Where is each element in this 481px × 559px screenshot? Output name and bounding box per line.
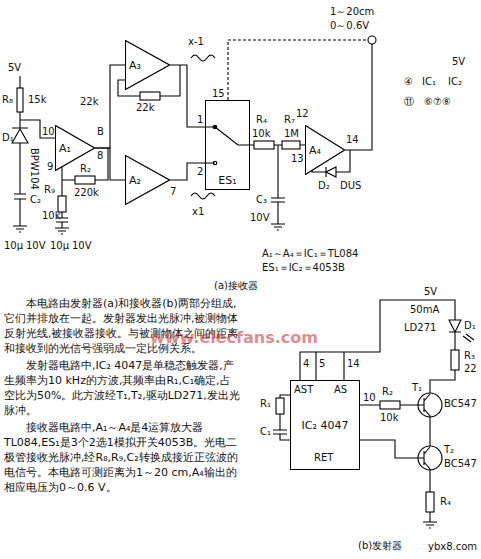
component-label: R₈ bbox=[2, 94, 13, 106]
component-label: BC547 bbox=[444, 458, 477, 470]
paragraph: 发射器电路中,IC₂ 4047是单稳态触发器,产生频率为10 kHz的方波,其频… bbox=[4, 358, 240, 418]
component-label: 10k bbox=[380, 412, 399, 424]
component-label: ⑪ bbox=[404, 96, 414, 108]
part-name: A₃ bbox=[129, 59, 141, 72]
component-label: ⑥⑦⑧ bbox=[424, 96, 451, 108]
component-label: BC547 bbox=[444, 398, 477, 410]
component-label: 12 bbox=[296, 108, 309, 120]
component-label: 220k bbox=[74, 187, 99, 199]
component-label: R₇ bbox=[284, 114, 295, 126]
component-label: AS bbox=[334, 384, 347, 396]
component-label: 1 bbox=[197, 114, 203, 126]
component-label: T₁ bbox=[412, 382, 422, 394]
wire bbox=[95, 65, 125, 148]
component-label: (b)发射器 bbox=[358, 540, 402, 552]
part-name: A₄ bbox=[309, 144, 321, 157]
component-label: (a)接收器 bbox=[214, 280, 258, 292]
paragraph: 接收器电路中,A₁～A₄是4运算放大器TL084,ES₁是3个2选1模拟开关40… bbox=[4, 420, 240, 495]
op-amp: A₂ bbox=[125, 155, 170, 205]
component-label: B bbox=[97, 126, 104, 138]
component-label: 5 bbox=[319, 358, 325, 370]
wire bbox=[250, 144, 305, 145]
component-label: 1M bbox=[284, 128, 299, 140]
part-name: A₁ bbox=[59, 142, 71, 155]
component-label: AST bbox=[294, 384, 313, 396]
component-label: ES₁＝IC₂＝4053B bbox=[262, 262, 345, 274]
component-label: BPW104 bbox=[28, 148, 40, 188]
component-label: 10 bbox=[363, 392, 376, 404]
component-label: R₄ bbox=[256, 114, 267, 126]
part-name: IC₂ 4047 bbox=[302, 419, 349, 432]
component-label: 15 bbox=[212, 88, 225, 100]
component-label: 0～0.6V bbox=[330, 20, 369, 32]
component-label: R₉ bbox=[44, 184, 55, 196]
component-label: x1 bbox=[192, 206, 204, 218]
wire bbox=[95, 148, 125, 180]
component-label: 14 bbox=[346, 134, 359, 146]
component-label: D₁ bbox=[464, 320, 476, 332]
component-label: 14 bbox=[347, 358, 360, 370]
component-label: ④ bbox=[404, 76, 413, 88]
component-label: C₂ bbox=[30, 194, 41, 206]
component-label: ybx8.com bbox=[428, 541, 477, 553]
component-label: x-1 bbox=[188, 36, 204, 48]
component-label: 10μ bbox=[4, 240, 23, 252]
part-name: ES₁ bbox=[218, 174, 236, 187]
component-label: 10k bbox=[252, 128, 271, 140]
component-label: IC₂ bbox=[448, 76, 462, 88]
component-label: 15k bbox=[28, 94, 47, 106]
component-label: 50mA bbox=[410, 304, 439, 316]
component-label: R₁ bbox=[260, 398, 271, 410]
component-label: 22 bbox=[464, 363, 477, 375]
analog-switch: ES₁ bbox=[205, 100, 250, 190]
component-label: C₃ bbox=[256, 194, 267, 206]
component-label: D₂ bbox=[318, 180, 330, 192]
component-label: 10k bbox=[42, 210, 61, 222]
component-label: 10 bbox=[42, 126, 55, 138]
component-label: DUS bbox=[340, 180, 361, 192]
wire bbox=[170, 163, 205, 180]
component-label: 5V bbox=[8, 62, 21, 74]
component-label: LD271 bbox=[404, 322, 436, 334]
op-amp: A₄ bbox=[305, 125, 345, 175]
component-label: 10μ bbox=[50, 240, 69, 252]
component-label: 5V bbox=[424, 286, 437, 298]
component-label: 1～20cm bbox=[330, 6, 374, 18]
component-label: R₂ bbox=[80, 163, 91, 175]
wire bbox=[170, 65, 205, 127]
op-amp: A₃ bbox=[125, 40, 170, 90]
component-label: 4 bbox=[303, 358, 309, 370]
component-label: R₃ bbox=[464, 350, 475, 362]
component-label: T₂ bbox=[444, 444, 454, 456]
component-label: D₁ bbox=[2, 132, 14, 144]
component-label: 22k bbox=[136, 102, 155, 114]
component-label: C₁ bbox=[260, 426, 271, 438]
description-text: 本电路由发射器(a)和接收器(b)两部分组成,它们并排放在一起。发射器发出光脉冲… bbox=[4, 296, 240, 497]
watermark: www.elecfans.com bbox=[150, 328, 318, 347]
component-label: R₂ bbox=[382, 386, 393, 398]
component-label: R₄ bbox=[440, 496, 451, 508]
component-label: A₁～A₄＝IC₁＝TL084 bbox=[262, 248, 358, 260]
component-label: 9 bbox=[47, 161, 53, 173]
part-name: A₂ bbox=[129, 174, 141, 187]
component-label: 13 bbox=[291, 153, 304, 165]
component-label: 2 bbox=[197, 166, 203, 178]
component-label: 10V bbox=[26, 240, 46, 252]
component-label: 5V bbox=[452, 56, 465, 68]
component-label: 8 bbox=[97, 150, 103, 162]
component-label: IC₁ bbox=[422, 76, 436, 88]
component-label: 10V bbox=[250, 212, 270, 224]
component-label: 22k bbox=[80, 96, 99, 108]
component-label: 7 bbox=[170, 186, 176, 198]
component-label: RET bbox=[314, 452, 333, 464]
component-label: 10V bbox=[72, 240, 92, 252]
